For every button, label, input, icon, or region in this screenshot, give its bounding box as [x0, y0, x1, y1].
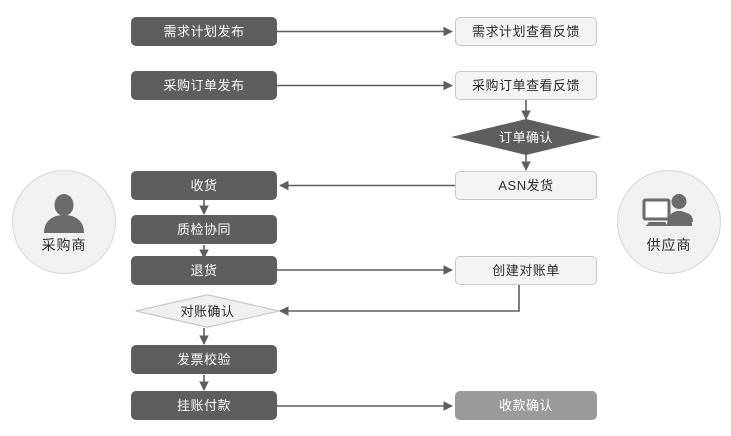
- node-po-publish-label: 采购订单发布: [163, 78, 245, 93]
- node-invoice-verify-label: 发票校验: [176, 352, 231, 367]
- node-asn-shipment-label: ASN发货: [498, 178, 554, 193]
- node-asn-shipment[interactable]: ASN发货: [455, 171, 597, 200]
- person-at-computer-icon: [642, 194, 693, 226]
- node-quality-collab-label: 质检协同: [176, 222, 231, 237]
- node-po-feedback[interactable]: 采购订单查看反馈: [455, 71, 597, 100]
- node-return-goods[interactable]: 退货: [131, 256, 277, 285]
- node-goods-receipt[interactable]: 收货: [131, 171, 277, 200]
- node-create-statement-label: 创建对账单: [492, 263, 560, 278]
- node-demand-plan-feedback[interactable]: 需求计划查看反馈: [455, 17, 597, 46]
- node-payable-payment-label: 挂账付款: [176, 398, 231, 413]
- node-create-statement[interactable]: 创建对账单: [455, 256, 597, 285]
- node-order-confirm-label: 订单确认: [498, 129, 553, 145]
- node-po-feedback-label: 采购订单查看反馈: [471, 78, 580, 93]
- node-demand-plan-feedback-label: 需求计划查看反馈: [471, 24, 580, 39]
- diamond-shape: [135, 294, 280, 328]
- node-return-goods-label: 退货: [190, 263, 218, 278]
- node-po-publish[interactable]: 采购订单发布: [131, 71, 277, 100]
- edge-create-statement-to-statement-confirm: [279, 285, 520, 316]
- actor-supplier[interactable]: 供应商: [617, 170, 721, 274]
- node-payable-payment[interactable]: 挂账付款: [131, 391, 277, 420]
- node-invoice-verify[interactable]: 发票校验: [131, 345, 277, 374]
- actor-supplier-label: 供应商: [646, 237, 692, 253]
- node-receipt-confirm-label: 收款确认: [498, 398, 553, 413]
- node-receipt-confirm[interactable]: 收款确认: [455, 391, 597, 420]
- node-order-confirm[interactable]: 订单确认: [451, 119, 601, 155]
- actor-buyer[interactable]: 采购商: [12, 170, 116, 274]
- node-demand-plan-publish-label: 需求计划发布: [163, 24, 245, 39]
- actor-buyer-label: 采购商: [41, 237, 87, 253]
- person-icon: [44, 194, 84, 233]
- diamond-shape: [451, 119, 601, 155]
- node-goods-receipt-label: 收货: [190, 178, 218, 193]
- node-quality-collab[interactable]: 质检协同: [131, 215, 277, 244]
- node-statement-confirm[interactable]: 对账确认: [135, 294, 280, 328]
- node-statement-confirm-label: 对账确认: [180, 303, 235, 319]
- node-demand-plan-publish[interactable]: 需求计划发布: [131, 17, 277, 46]
